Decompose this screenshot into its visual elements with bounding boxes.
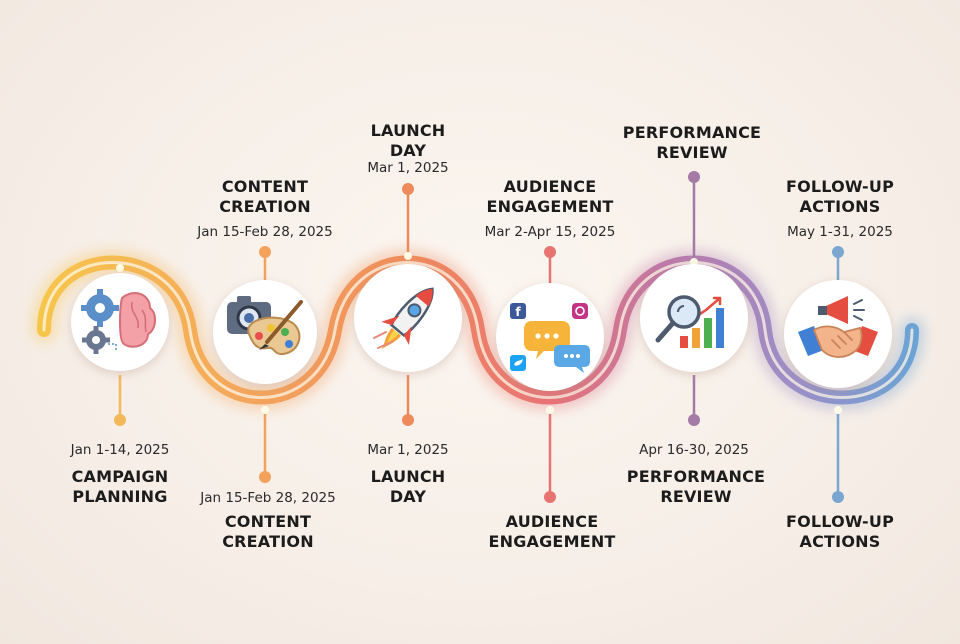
- camera-palette-icon: [213, 280, 317, 384]
- launch-day-date-bottom: Mar 1, 2025: [367, 442, 449, 458]
- connector-dot: [402, 183, 414, 195]
- social-chat-icon: f: [496, 283, 604, 391]
- connector-dot: [832, 491, 844, 503]
- performance-review-title-top: PERFORMANCE REVIEW: [622, 123, 762, 162]
- follow-up-actions-date-top: May 1-31, 2025: [787, 224, 893, 240]
- stage-icons: f: [71, 264, 892, 391]
- gears-brain-icon: [71, 273, 169, 371]
- connectors: [114, 171, 844, 503]
- audience-engagement-title-bottom: AUDIENCE ENGAGEMENT: [488, 512, 616, 551]
- megaphone-handshake-icon: [784, 280, 892, 388]
- content-creation-date-bottom: Jan 15-Feb 28, 2025: [200, 490, 336, 506]
- timeline-path: [31, 249, 925, 411]
- launch-day-date-top: Mar 1, 2025: [367, 160, 449, 176]
- follow-up-actions-title-bottom: FOLLOW-UP ACTIONS: [785, 512, 895, 551]
- launch-day-title-bottom: LAUNCH DAY: [370, 467, 446, 506]
- connector-dot: [402, 414, 414, 426]
- connector-dot: [544, 491, 556, 503]
- campaign-planning-date: Jan 1-14, 2025: [70, 442, 170, 458]
- connector-dot: [544, 246, 556, 258]
- performance-review-date-bottom: Apr 16-30, 2025: [639, 442, 749, 458]
- audience-engagement-date-top: Mar 2-Apr 15, 2025: [484, 224, 616, 240]
- connector-dot: [259, 246, 271, 258]
- analytics-chart-icon: [640, 264, 748, 372]
- path-nodes: [116, 252, 842, 414]
- connector-dot: [688, 171, 700, 183]
- connector-dot: [688, 414, 700, 426]
- performance-review-title-bottom: PERFORMANCE REVIEW: [626, 467, 766, 506]
- connector-dot: [832, 246, 844, 258]
- content-creation-date-top: Jan 15-Feb 28, 2025: [197, 224, 333, 240]
- content-creation-title-top: CONTENT CREATION: [219, 177, 311, 216]
- svg-text:f: f: [515, 305, 521, 319]
- rocket-icon: [354, 264, 462, 372]
- content-creation-title-bottom: CONTENT CREATION: [222, 512, 314, 551]
- connector-dot: [114, 414, 126, 426]
- launch-day-title-top: LAUNCH DAY: [370, 121, 446, 160]
- campaign-planning-title: CAMPAIGN PLANNING: [71, 467, 169, 506]
- connector-dot: [259, 471, 271, 483]
- follow-up-actions-title-top: FOLLOW-UP ACTIONS: [785, 177, 895, 216]
- audience-engagement-title-top: AUDIENCE ENGAGEMENT: [486, 177, 614, 216]
